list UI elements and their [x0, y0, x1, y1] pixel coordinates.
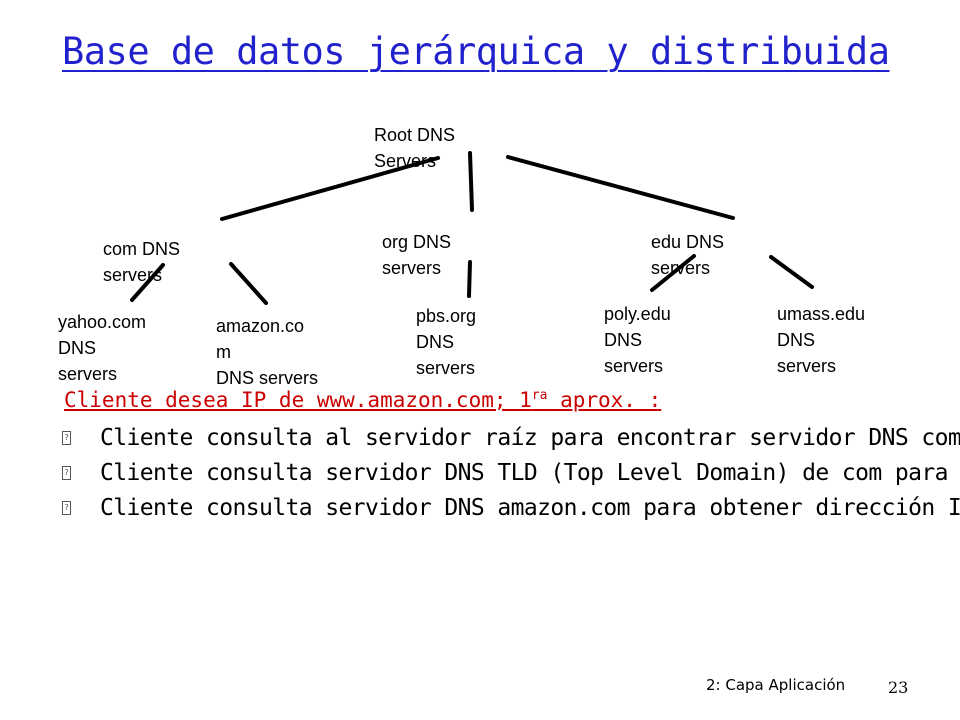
- edge-root-edu: [506, 155, 735, 220]
- edge-com-amazon: [229, 262, 268, 305]
- bullet-icon: ?: [62, 465, 71, 480]
- list-item: ?Cliente consulta servidor DNS TLD (Top …: [62, 455, 960, 490]
- edge-org-pbs: [467, 260, 472, 298]
- list-item: ?Cliente consulta servidor DNS amazon.co…: [62, 490, 960, 525]
- chapter-footer: 2: Capa Aplicación: [706, 676, 846, 694]
- edge-edu-poly: [650, 254, 696, 292]
- slide-title: Base de datos jerárquica y distribuida: [62, 30, 890, 73]
- list-item: ?Cliente consulta al servidor raíz para …: [62, 420, 960, 455]
- bullet-icon: ?: [62, 430, 71, 445]
- query-steps-list: ?Cliente consulta al servidor raíz para …: [62, 420, 960, 525]
- query-heading: Cliente desea IP de www.amazon.com; 1ra …: [64, 388, 662, 412]
- edge-edu-umass: [769, 255, 814, 289]
- edge-root-org: [468, 151, 474, 212]
- edge-com-yahoo: [130, 263, 165, 302]
- bullet-icon: ?: [62, 500, 71, 515]
- edge-root-com: [220, 156, 440, 221]
- page-number: 23: [888, 678, 909, 697]
